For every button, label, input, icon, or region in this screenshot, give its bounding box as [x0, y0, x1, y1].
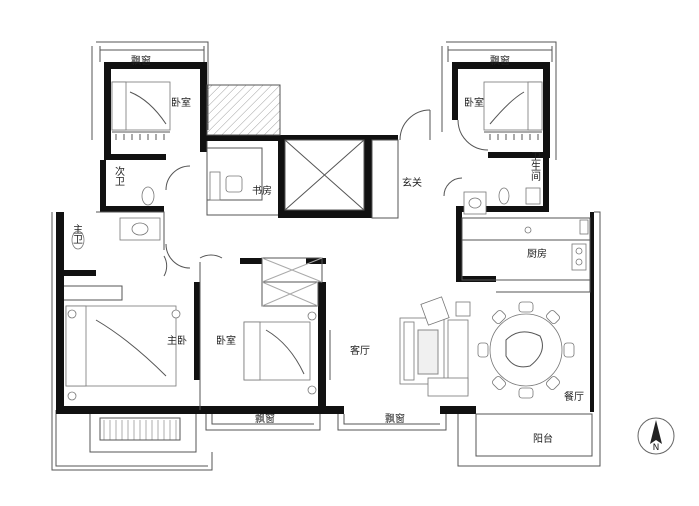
label-bedroom-nw: 卧室 — [171, 96, 191, 109]
study-desk — [209, 171, 243, 201]
label-master-bedroom: 主卧 — [167, 334, 187, 347]
label-study: 书房 — [252, 184, 272, 197]
compass: N — [637, 417, 675, 455]
bed-middle — [243, 311, 317, 395]
label-bay-s2: 飘窗 — [385, 412, 405, 425]
furniture — [64, 81, 589, 401]
label-dining: 餐厅 — [564, 390, 584, 403]
kitchen-fixtures — [524, 219, 589, 271]
doors — [163, 109, 489, 277]
label-balcony: 阳台 — [533, 432, 553, 445]
label-bay-nw: 飘窗 — [131, 54, 151, 67]
label-bay-ne: 飘窗 — [490, 54, 510, 67]
label-kitchen: 厨房 — [527, 247, 547, 260]
label-bath-ne: 卫生间 — [529, 151, 541, 182]
label-bedroom-s: 卧室 — [216, 334, 236, 347]
compass-ring — [637, 417, 675, 455]
label-bedroom-ne: 卧室 — [464, 96, 484, 109]
dining-table — [477, 301, 575, 399]
bath-fixtures — [71, 186, 541, 250]
bed-nw — [111, 81, 171, 140]
walls — [56, 62, 594, 414]
label-second-bath: 次卫 — [113, 165, 125, 186]
label-foyer: 玄关 — [402, 176, 422, 189]
compass-arrow-icon — [650, 420, 662, 444]
compass-north-label: N — [653, 443, 660, 453]
living-sofa — [399, 296, 471, 397]
label-living: 客厅 — [350, 344, 370, 357]
interior-lines — [89, 46, 593, 457]
label-master-bath: 主卫 — [71, 224, 83, 244]
room-labels: 飘窗 飘窗 卧室 卧室 次卫 书房 玄关 卫生间 主卫 厨房 主卧 卧室 客厅 … — [71, 54, 585, 445]
bed-ne — [483, 81, 543, 140]
bed-master — [64, 285, 181, 401]
label-bay-s1: 飘窗 — [255, 412, 275, 425]
